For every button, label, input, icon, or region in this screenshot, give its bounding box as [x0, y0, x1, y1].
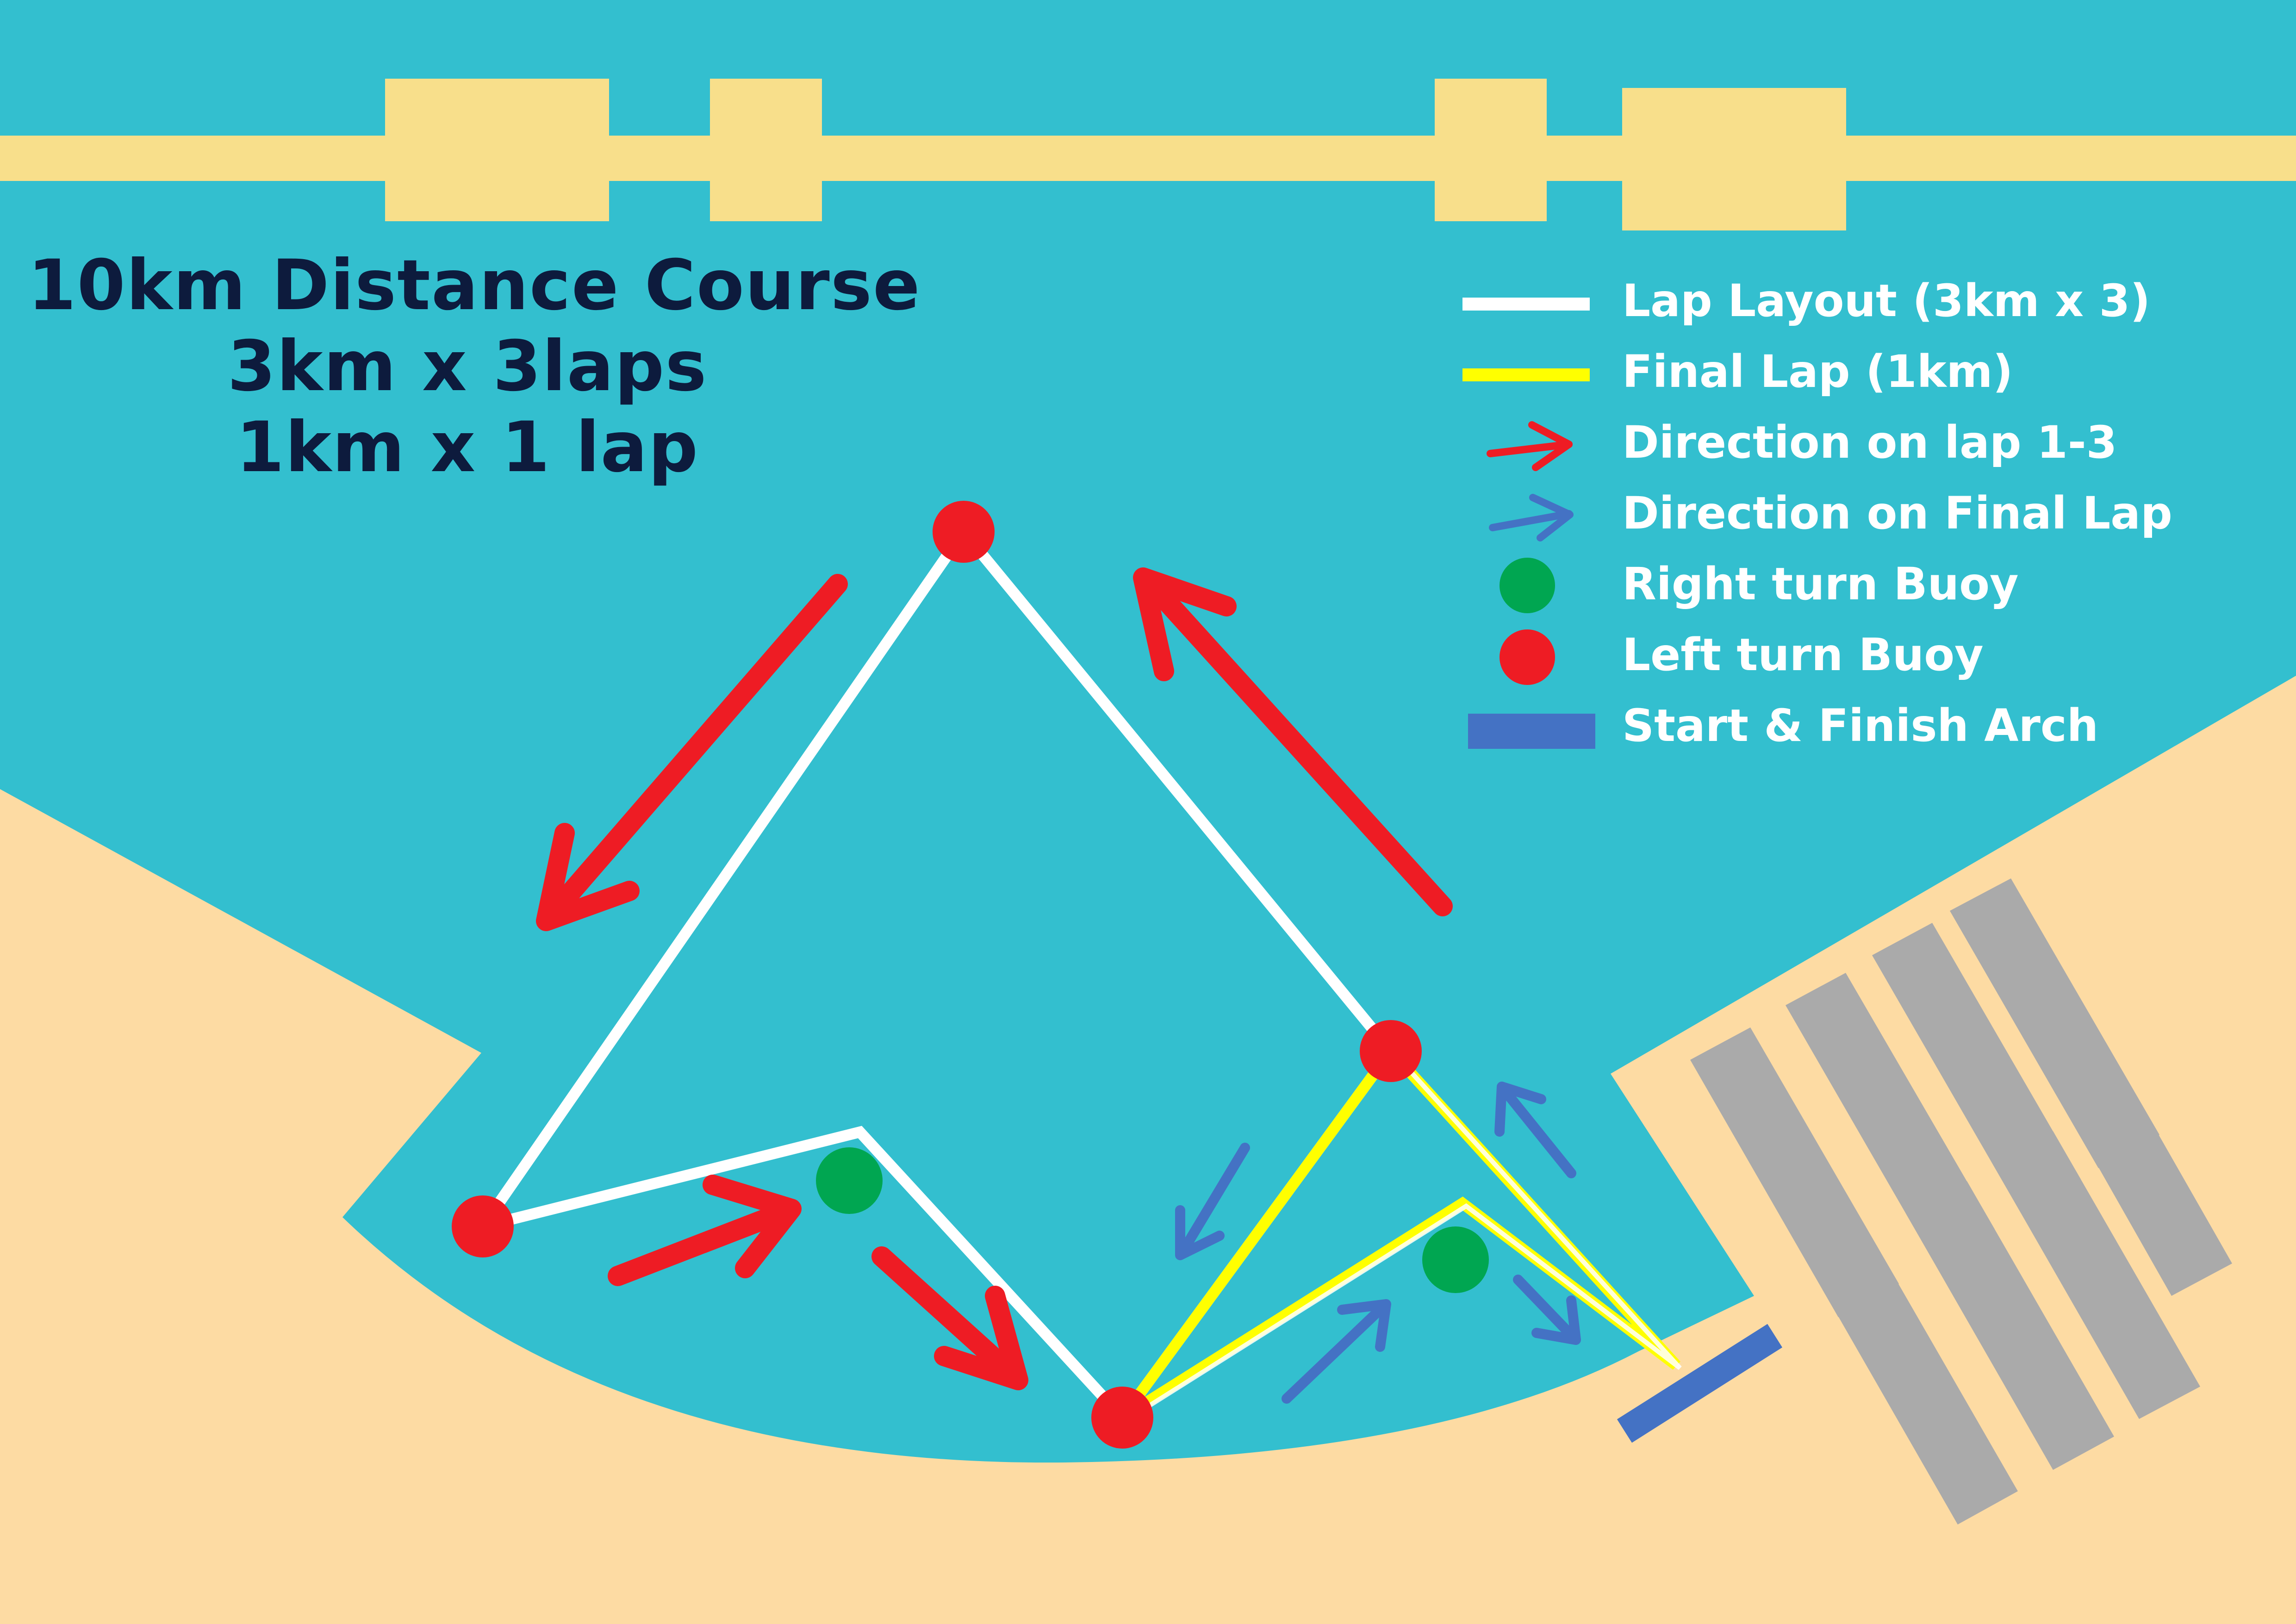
- legend-blue-arrow-icon: [1489, 494, 1574, 541]
- title-line-3: 1km x 1 lap: [236, 407, 699, 488]
- legend-label: Direction on Final Lap: [1622, 487, 2172, 539]
- legend-item-final-lap: Final Lap (1km): [1444, 342, 2277, 402]
- legend-item-arch: Start & Finish Arch: [1444, 696, 2277, 756]
- right-turn-buoy-2: [1422, 1226, 1489, 1293]
- legend-label: Lap Layout (3km x 3): [1622, 275, 2151, 327]
- grandstand-3: [1872, 923, 2081, 1213]
- legend-item-left-buoy: Left turn Buoy: [1444, 625, 2277, 685]
- lap-direction-arrows: [536, 567, 1453, 1390]
- legend-label: Left turn Buoy: [1622, 629, 1984, 681]
- legend-label: Right turn Buoy: [1622, 558, 2019, 610]
- final-arrow-2: [1513, 1275, 1581, 1345]
- legend-item-lap-layout: Lap Layout (3km x 3): [1444, 271, 2277, 331]
- pier-block-2: [710, 79, 822, 221]
- grandstand-2: [1786, 973, 1995, 1262]
- right-turn-buoy-1: [816, 1147, 883, 1214]
- grandstand-5: [1811, 1236, 2018, 1524]
- lap-arrow-1: [536, 574, 848, 931]
- pier-block-3: [1435, 79, 1547, 221]
- lap-route-final-section: [1125, 1052, 1682, 1423]
- pier-block-1: [385, 79, 609, 221]
- buoys: [452, 501, 1489, 1449]
- legend-red-arrow-icon: [1487, 421, 1573, 471]
- final-arrow-4: [1175, 1143, 1250, 1260]
- grandstand-4: [1950, 878, 2159, 1168]
- title-line-2: 3km x 3laps: [227, 326, 708, 407]
- lap-arrow-2: [1133, 567, 1453, 916]
- left-turn-buoy-3: [1091, 1387, 1153, 1449]
- grandstand-6: [1906, 1181, 2114, 1470]
- pier: [0, 79, 2296, 230]
- legend-item-final-direction: Direction on Final Lap: [1444, 483, 2277, 543]
- legend-label: Start & Finish Arch: [1622, 700, 2099, 752]
- legend-green-dot-icon: [1500, 558, 1555, 613]
- pier-walkway: [0, 136, 2296, 181]
- legend-red-dot-icon: [1500, 629, 1555, 685]
- grandstands: [1690, 878, 2232, 1524]
- start-finish-arch: [1617, 1324, 1783, 1443]
- grandstand-7: [1992, 1131, 2200, 1419]
- course-title: 10km Distance Course 3km x 3laps 1km x 1…: [28, 245, 921, 488]
- lap-arrow-3: [608, 1175, 802, 1286]
- pier-block-4: [1622, 88, 1846, 230]
- legend-symbols: [1462, 298, 1595, 749]
- left-turn-buoy-1: [933, 501, 995, 563]
- legend-blue-bar-icon: [1468, 714, 1595, 749]
- grandstand-8: [2071, 1087, 2232, 1296]
- legend-label: Direction on lap 1-3: [1622, 417, 2117, 468]
- grandstand-1: [1690, 1027, 1899, 1317]
- left-turn-buoy-4: [1360, 1020, 1422, 1082]
- legend-label: Final Lap (1km): [1622, 346, 2013, 398]
- legend-item-lap-direction: Direction on lap 1-3: [1444, 412, 2277, 473]
- final-arrow-3: [1494, 1082, 1576, 1178]
- final-arrow-1: [1282, 1299, 1391, 1404]
- lap-arrow-4: [871, 1246, 1028, 1390]
- title-line-1: 10km Distance Course: [28, 245, 921, 326]
- final-direction-arrows: [1175, 1082, 1581, 1404]
- left-turn-buoy-2: [452, 1195, 514, 1257]
- legend-item-right-buoy: Right turn Buoy: [1444, 554, 2277, 614]
